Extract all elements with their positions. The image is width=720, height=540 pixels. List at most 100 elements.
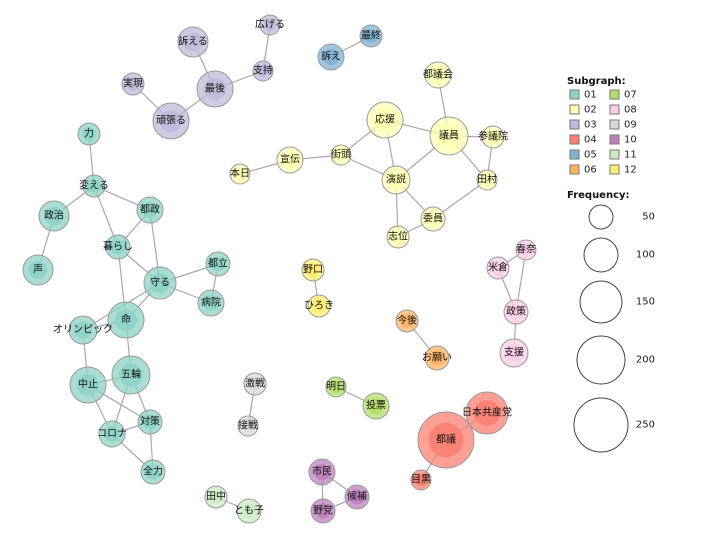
subgraph-label-05: 05 xyxy=(584,150,597,161)
node[interactable]: 政策 xyxy=(503,299,529,325)
node-core xyxy=(103,425,121,443)
node[interactable]: コロナ xyxy=(97,420,127,448)
node-label: 激戦 xyxy=(245,377,265,390)
subgraph-legend-title: Subgraph: xyxy=(567,76,626,87)
node[interactable]: ひろき xyxy=(304,294,334,318)
node[interactable]: 日本共産党 xyxy=(462,391,512,435)
node[interactable]: 応援 xyxy=(366,101,404,139)
node[interactable]: 演説 xyxy=(381,165,411,195)
subgraph-label-09: 09 xyxy=(624,120,637,131)
node[interactable]: 野口 xyxy=(301,258,325,282)
node[interactable]: 五輪 xyxy=(111,355,151,395)
node[interactable]: オリンピック xyxy=(53,315,113,345)
node[interactable]: 中止 xyxy=(69,366,107,404)
node[interactable]: 力 xyxy=(77,122,101,146)
node-label: 都議会 xyxy=(423,68,453,81)
node-core xyxy=(428,422,464,458)
node-core xyxy=(367,397,385,415)
node[interactable]: とも子 xyxy=(234,498,264,524)
node[interactable]: 命 xyxy=(107,301,145,339)
node[interactable]: お願い xyxy=(422,345,452,371)
node[interactable]: 都政 xyxy=(136,196,164,224)
node[interactable]: 病院 xyxy=(197,289,225,317)
node-label: 今後 xyxy=(397,314,417,327)
node[interactable]: 暮らし xyxy=(103,234,133,260)
node-label: 市民 xyxy=(312,465,332,478)
node-label: 春奈 xyxy=(516,243,536,256)
node-core xyxy=(373,108,397,132)
node-core xyxy=(126,77,140,91)
node[interactable]: 最終 xyxy=(359,24,383,48)
node-label: 暮らし xyxy=(103,240,133,253)
node[interactable]: 議員 xyxy=(429,116,469,156)
subgraph-label-02: 02 xyxy=(584,105,597,116)
node-core xyxy=(87,179,101,193)
node[interactable]: 市民 xyxy=(308,458,336,486)
node[interactable]: 候補 xyxy=(344,484,370,510)
node[interactable]: 全力 xyxy=(140,459,166,485)
node[interactable]: 都立 xyxy=(205,251,231,277)
node[interactable]: 変える xyxy=(79,174,109,198)
node-label: 最後 xyxy=(205,82,225,95)
node[interactable]: 対策 xyxy=(137,409,163,435)
node[interactable]: 訴える xyxy=(177,26,209,58)
node[interactable]: 参議院 xyxy=(478,125,508,149)
node[interactable]: 実現 xyxy=(121,72,145,96)
node[interactable]: 志位 xyxy=(386,225,410,249)
subgraph-label-11: 11 xyxy=(624,150,637,161)
node[interactable]: 支持 xyxy=(252,60,274,82)
node[interactable]: 米倉 xyxy=(486,256,510,280)
node[interactable]: 都議 xyxy=(417,411,475,469)
subgraph-swatch-09 xyxy=(609,119,620,130)
node-label: とも子 xyxy=(234,505,264,517)
node-core xyxy=(491,261,505,275)
frequency-label-100: 100 xyxy=(636,250,655,261)
node-label: コロナ xyxy=(97,428,127,440)
node[interactable]: 頑張る xyxy=(152,102,190,140)
node-core xyxy=(473,399,501,427)
node[interactable]: 本日 xyxy=(229,163,251,185)
node[interactable]: 政治 xyxy=(38,200,70,232)
node[interactable]: 訴え xyxy=(317,43,345,71)
node[interactable]: 今後 xyxy=(395,309,419,333)
frequency-circle-50 xyxy=(588,204,614,230)
node-core xyxy=(74,321,92,339)
node[interactable]: 接戦 xyxy=(237,415,259,437)
node-label: 頑張る xyxy=(156,115,186,127)
frequency-circle-250 xyxy=(573,397,629,453)
node-core xyxy=(480,173,494,187)
node-label: 支持 xyxy=(253,64,273,77)
node-label: 演説 xyxy=(386,173,406,186)
node-core xyxy=(119,363,143,387)
node-core xyxy=(429,66,447,84)
node-core xyxy=(203,77,227,101)
node-label: 都議 xyxy=(436,433,456,446)
node[interactable]: 広げる xyxy=(255,14,285,36)
node[interactable]: 声 xyxy=(22,254,54,286)
node-label: オリンピック xyxy=(53,324,113,336)
node-core xyxy=(322,48,340,66)
node-core xyxy=(141,201,159,219)
node[interactable]: 野党 xyxy=(310,498,336,524)
node[interactable]: 春奈 xyxy=(515,239,537,261)
node[interactable]: 目黒 xyxy=(410,469,432,491)
node-core xyxy=(312,299,326,313)
node[interactable]: 激戦 xyxy=(243,372,267,396)
subgraph-swatch-08 xyxy=(609,104,620,115)
node[interactable]: 田村 xyxy=(476,169,498,191)
node[interactable]: 支援 xyxy=(499,338,529,368)
node-label: 参議院 xyxy=(478,130,508,143)
node-label: 日本共産党 xyxy=(462,406,512,419)
node[interactable]: 守る xyxy=(143,266,177,300)
node-core xyxy=(306,263,320,277)
node[interactable]: 都議会 xyxy=(423,61,453,89)
node-label: 野党 xyxy=(313,504,333,517)
node[interactable]: 明日 xyxy=(325,376,347,398)
node[interactable]: 投票 xyxy=(362,392,390,420)
node[interactable]: 街頭 xyxy=(330,144,352,166)
node[interactable]: 宣伝 xyxy=(276,146,304,174)
node[interactable]: 田中 xyxy=(204,485,228,509)
node[interactable]: 最後 xyxy=(196,70,234,108)
node-core xyxy=(414,473,428,487)
node[interactable]: 委員 xyxy=(420,206,446,232)
